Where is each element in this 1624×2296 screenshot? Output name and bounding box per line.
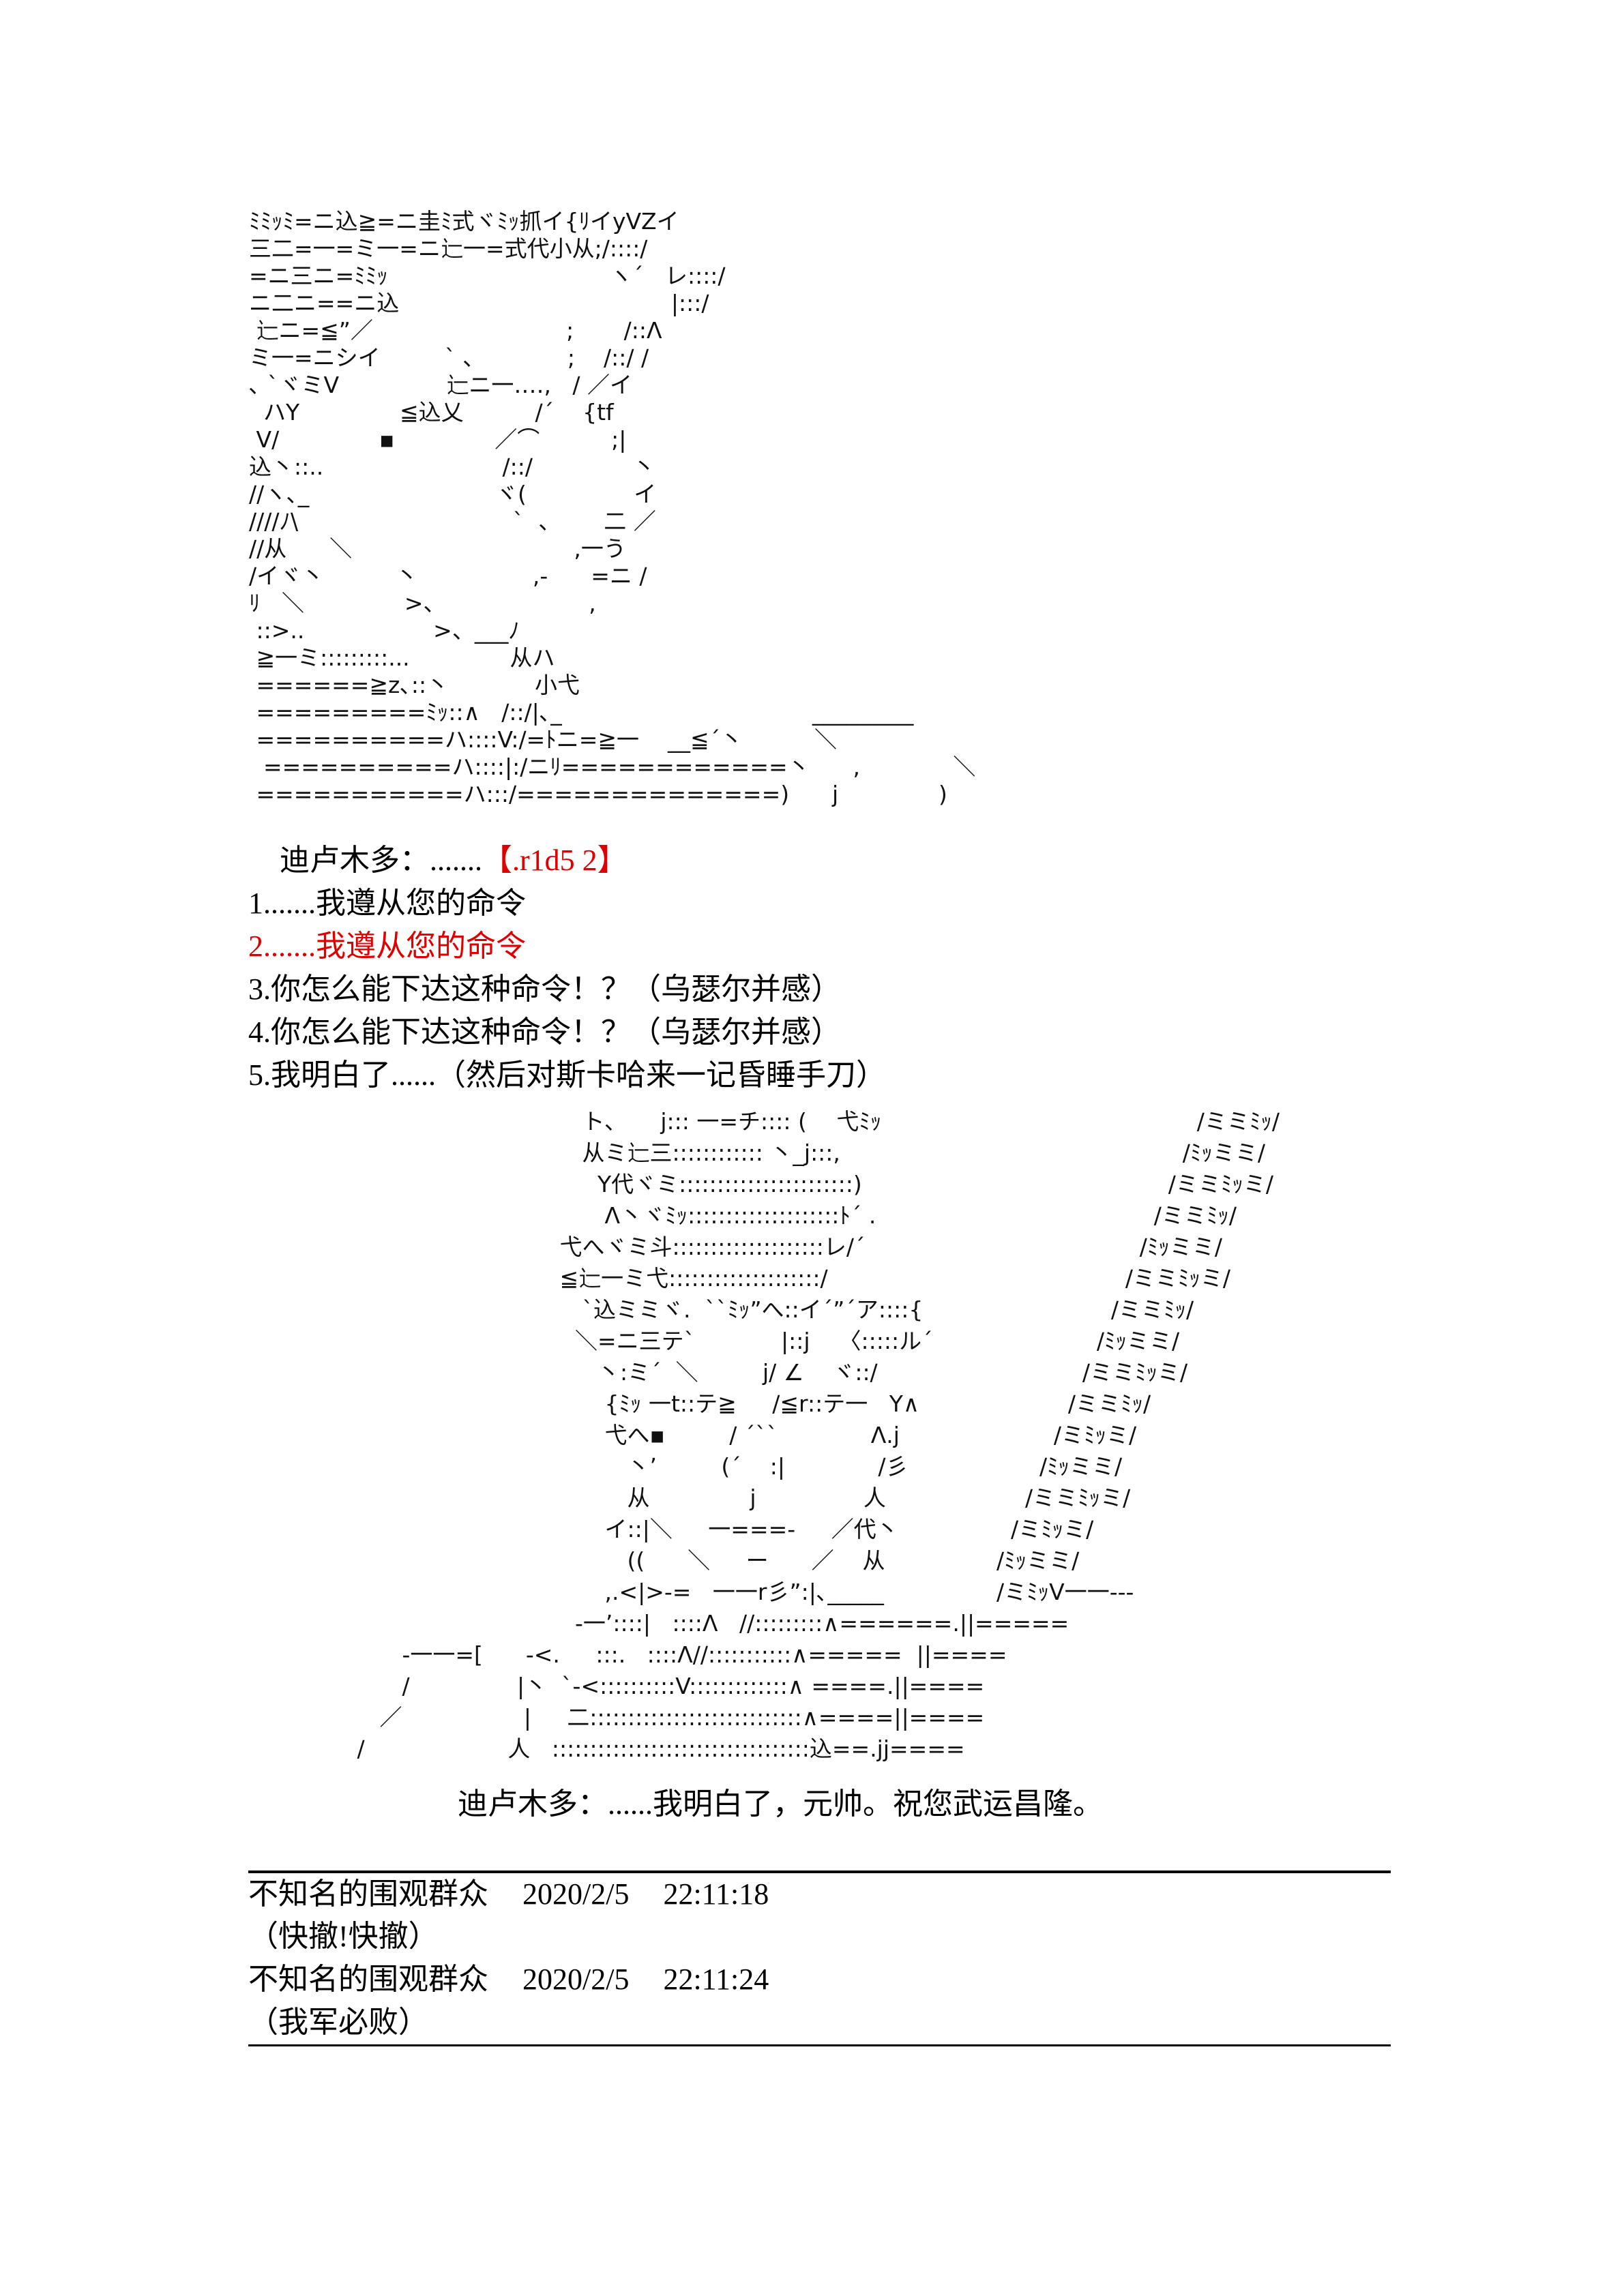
comment-author: 不知名的围观群众: [248, 1877, 488, 1911]
comment-time: 22:11:18: [663, 1877, 769, 1911]
speaker-text: 迪卢木多：.......: [280, 844, 482, 877]
option-4: 4.你怎么能下达这种命令！？（乌瑟尔并感）: [248, 1015, 841, 1049]
comment-time: 22:11:24: [663, 1963, 769, 1996]
comments-top-divider: [248, 1870, 1391, 1873]
comment-date: 2020/2/5: [522, 1963, 630, 1996]
comment-header: 不知名的围观群众 2020/2/5 22:11:24: [248, 1959, 769, 2000]
comment-date: 2020/2/5: [522, 1877, 630, 1911]
option-3: 3.你怎么能下达这种命令！？（乌瑟尔并感）: [248, 972, 841, 1006]
comment-text: （我军必败）: [248, 2006, 428, 2039]
option-1: 1.......我遵从您的命令: [248, 886, 526, 920]
comment-author: 不知名的围观群众: [248, 1963, 488, 1996]
dice-roll-result: 【.r1d5 2】: [482, 844, 628, 877]
option-5: 5.我明白了......（然后对斯卡哈来一记昏睡手刀）: [248, 1058, 886, 1092]
comments-bottom-divider: [248, 2044, 1391, 2046]
ascii-art-diarmuid-portrait: ﾐﾐｯﾐ=ニ込≧=ニ圭ﾐ式ヾﾐｯ抓イ{ﾘイyVZイ 三二=一=ミ一=ニ辷一=式代…: [249, 208, 976, 807]
option-2-selected: 2.......我遵从您的命令: [248, 929, 526, 963]
ascii-art-diarmuid-kneeling: ト、 j::: 一=チ:::: ( 弋ﾐｯ 从ミ辷三:::::::::::: 丶…: [357, 1108, 1069, 1762]
speaker-line: 迪卢木多：.......【.r1d5 2】: [280, 840, 628, 881]
ascii-art-spear-stripes: /ミミﾐｯ/ /ﾐｯミミ/ /ミミﾐｯミ/ /ミミﾐｯ/ /ﾐｯミミ/ /ミミﾐ…: [996, 1108, 1280, 1605]
closing-line: 迪卢木多：......我明白了，元帅。祝您武运昌隆。: [458, 1787, 1103, 1821]
comment-text: （快撤!快撤）: [248, 1920, 439, 1953]
comment-header: 不知名的围观群众 2020/2/5 22:11:18: [248, 1874, 769, 1915]
